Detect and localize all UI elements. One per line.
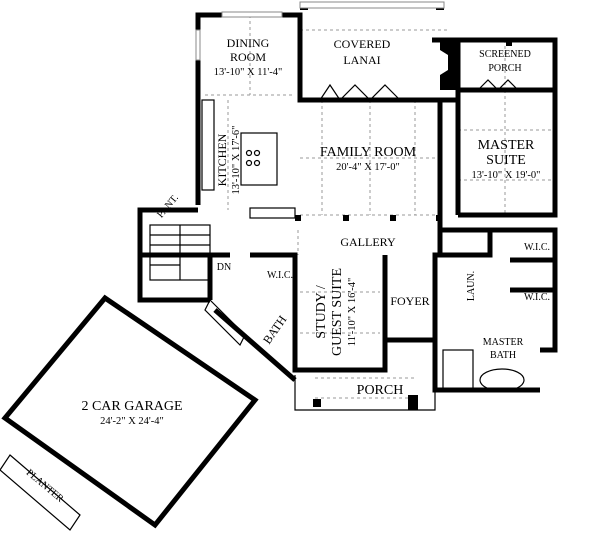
master-bath-name-1: MASTER [483,337,524,348]
master-suite-name-2: SUITE [486,153,526,168]
planter-name: PLANTER [24,467,66,505]
laundry-name: LAUN. [466,271,477,301]
study-name-2: GUEST SUITE [330,268,345,356]
study-size: 11'-10" X 16'-4" [347,278,358,347]
screened-porch-name-2: PORCH [488,63,521,74]
shower [442,349,474,391]
study-wic-name: W.I.C. [267,270,293,281]
pantry-name: PANT. [155,193,181,221]
lanai-name-1: COVERED [334,37,391,51]
dining-room-size: 13'-10" X 11'-4" [214,67,283,78]
study-name-1: STUDY / [314,285,329,339]
dining-room-name-1: DINING [227,36,270,50]
screened-porch-doors [477,79,519,91]
lanai-name-2: LANAI [343,53,380,67]
master-suite-size: 13'-10" X 19'-0" [472,170,541,181]
family-room-name: FAMILY ROOM [320,145,417,160]
porch-outline [294,375,436,411]
master-wic-2-name: W.I.C. [524,292,550,303]
garage [0,294,297,531]
garage-size: 24'-2" X 24'-4" [100,416,164,427]
garage-name: 2 CAR GARAGE [81,399,182,414]
bath-name: BATH [260,313,290,347]
family-room-size: 20'-4" X 17'-0" [336,162,400,173]
gallery-name: GALLERY [340,235,396,249]
fireplaces-and-posts [195,1,512,410]
master-suite-name-1: MASTER [478,138,535,153]
stairs-down-label: DN [217,262,231,273]
kitchen-island [201,99,296,219]
ceiling-lines [205,15,555,399]
porch-name: PORCH [357,383,404,398]
bathtub [479,368,525,392]
kitchen-name: KITCHEN [215,133,229,186]
foyer-name: FOYER [390,294,429,308]
master-bath-name-2: BATH [490,350,516,361]
dining-room-name-2: ROOM [230,50,266,64]
lanai-folding-doors [319,83,401,101]
stairs [149,224,211,281]
screened-porch-name-1: SCREENED [479,49,531,60]
kitchen-size: 13'-10" X 17'-6" [231,126,242,195]
master-wic-1-name: W.I.C. [524,242,550,253]
room-labels: DINING ROOM 13'-10" X 11'-4" COVERED LAN… [24,36,550,505]
